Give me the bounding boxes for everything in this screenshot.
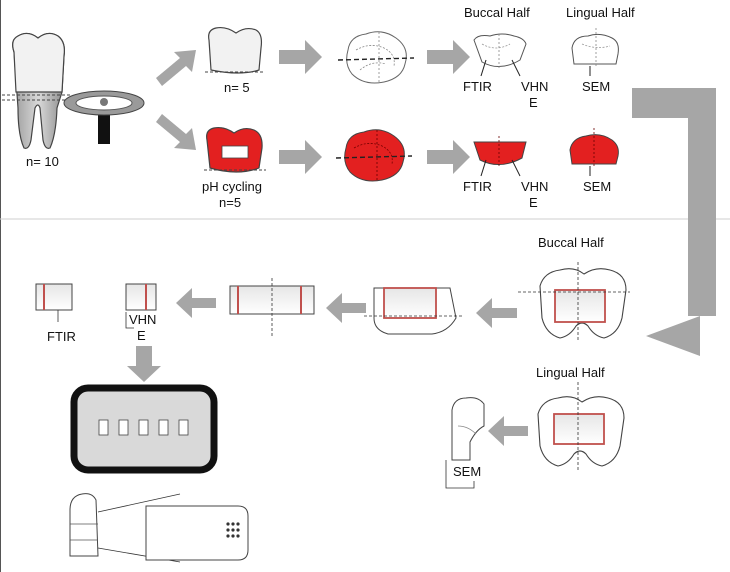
ftir-label: FTIR <box>463 179 492 194</box>
process-arrow <box>326 293 366 323</box>
vhne-label-line2: E <box>529 95 538 110</box>
tooth-icon <box>2 32 70 149</box>
vhne-label-line2: E <box>529 195 538 210</box>
buccal-half-label: Buccal Half <box>464 5 530 20</box>
process-arrow <box>279 40 322 74</box>
process-arrow <box>279 140 322 174</box>
sem-label: SEM <box>583 179 611 194</box>
specimen-slice-icon <box>125 283 157 329</box>
specimen-slice-icon <box>229 278 315 338</box>
connector-arrow <box>632 88 716 356</box>
half-crown-icon <box>571 28 619 76</box>
sectioning-disc-icon <box>63 90 145 144</box>
vhne-label-line1: VHN <box>129 312 156 327</box>
ph-cycling-label: pH cycling <box>202 179 262 194</box>
branch-arrow-down <box>156 114 196 150</box>
lingual-half-label: Lingual Half <box>536 365 605 380</box>
process-arrow <box>488 416 528 446</box>
treated-count-label: n=5 <box>219 195 241 210</box>
process-arrow-down <box>127 346 161 382</box>
sem-label: SEM <box>453 464 481 479</box>
process-arrow <box>427 40 470 74</box>
half-crown-icon <box>569 128 619 176</box>
process-arrow <box>476 298 517 328</box>
lingual-half-label: Lingual Half <box>566 5 635 20</box>
ftir-label: FTIR <box>47 329 76 344</box>
vhne-label-line1: VHN <box>521 179 548 194</box>
half-crown-icon <box>473 33 527 77</box>
indentation-grid-icon <box>69 493 249 563</box>
specimen-slice-icon <box>35 283 73 322</box>
vhne-label-line2: E <box>137 328 146 343</box>
crown-icon <box>205 26 265 74</box>
buccal-half-label: Buccal Half <box>538 235 604 250</box>
sample-count-label: n= 10 <box>26 154 59 169</box>
occlusal-view-icon <box>335 129 413 182</box>
specimen-slice-icon <box>364 287 462 335</box>
branch-arrow-up <box>156 50 196 86</box>
half-crown-icon <box>473 136 527 177</box>
vhne-label-line1: VHN <box>521 79 548 94</box>
occlusal-view-icon <box>337 31 415 84</box>
resin-mount-icon <box>70 384 218 474</box>
half-crown-icon <box>445 397 485 489</box>
specimen-slice-icon <box>537 382 625 472</box>
crown-icon <box>204 126 266 173</box>
control-count-label: n= 5 <box>224 80 250 95</box>
sem-label: SEM <box>582 79 610 94</box>
ftir-label: FTIR <box>463 79 492 94</box>
process-arrow <box>427 140 470 174</box>
specimen-slice-icon <box>518 262 630 340</box>
process-arrow <box>176 288 216 318</box>
